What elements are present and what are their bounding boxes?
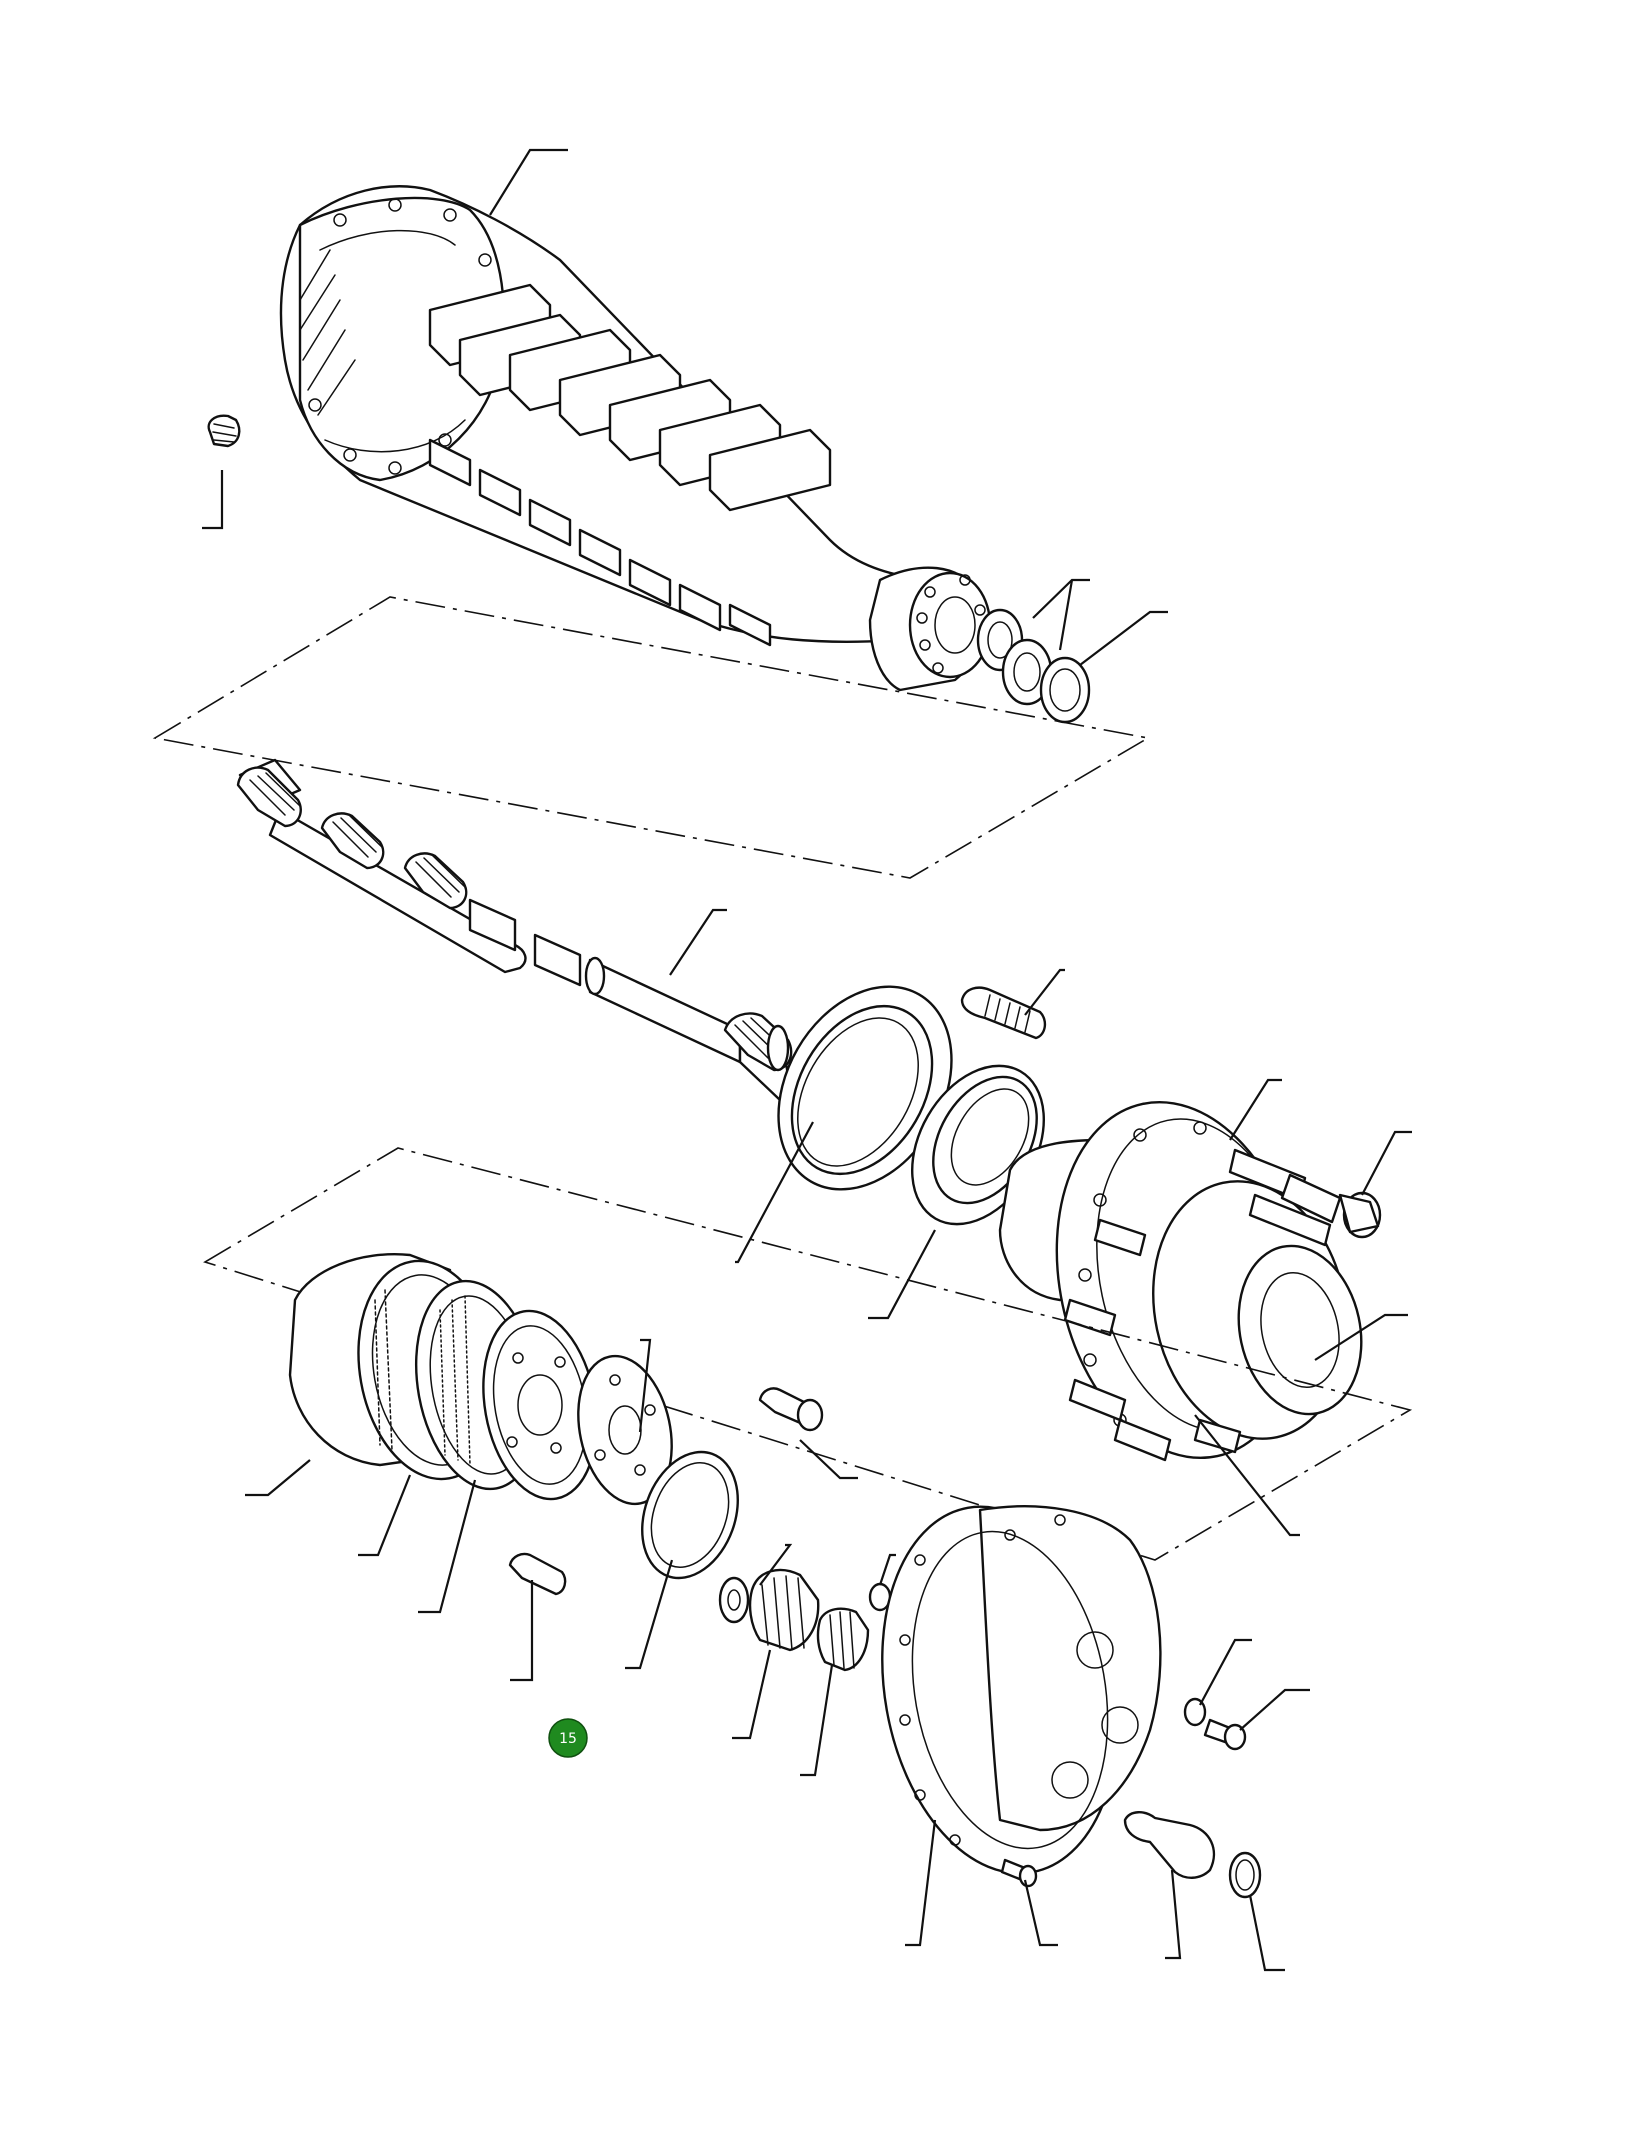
planet-pin — [508, 1552, 567, 1596]
assembly-outline-upper — [152, 596, 1151, 879]
cover-bolt — [1203, 1718, 1247, 1751]
screw — [1000, 1858, 1038, 1888]
thrust-washer — [718, 1576, 750, 1624]
cover-washer — [1183, 1697, 1207, 1727]
callout-hotspot-15[interactable]: 15 — [548, 1718, 588, 1758]
snap-ring — [641, 1450, 739, 1580]
oil-seal — [777, 985, 953, 1191]
wheel-hub — [998, 1100, 1363, 1462]
spline-coupler — [816, 1607, 870, 1672]
drain-plug — [207, 414, 241, 448]
drain-plug-cover — [1123, 1811, 1216, 1879]
leader-lines — [202, 148, 1412, 1972]
thrust-plate — [577, 1354, 673, 1506]
hotspot-label[interactable]: 15 — [559, 1731, 577, 1747]
assembly-outline-lower — [203, 1147, 1413, 1561]
sun-gear — [748, 1568, 820, 1652]
wheel-stud — [960, 986, 1047, 1040]
carrier-bolt — [758, 1387, 824, 1432]
hub-cover — [881, 1505, 1162, 1875]
o-ring — [1228, 1851, 1262, 1899]
hub-bolt — [1280, 1173, 1382, 1239]
spindle-bearings — [976, 608, 1091, 724]
axle-housing — [207, 185, 1091, 724]
drive-shaft — [236, 758, 793, 1102]
hotspot-badge[interactable] — [548, 1718, 588, 1758]
